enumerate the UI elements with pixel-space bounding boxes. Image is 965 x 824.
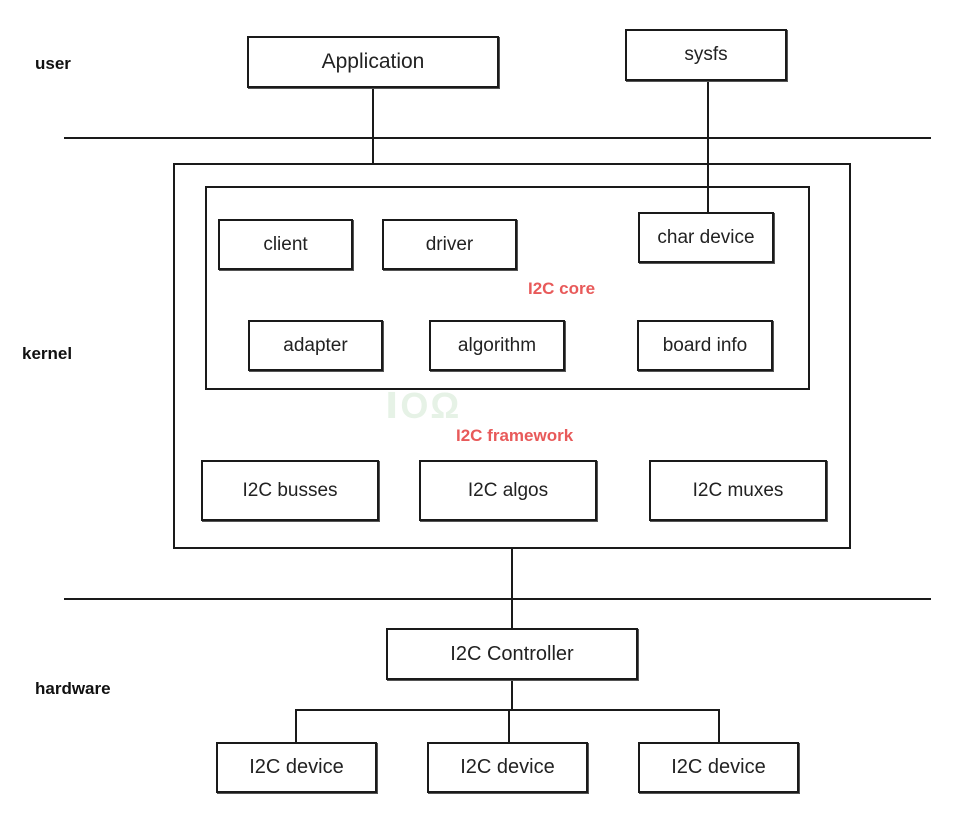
connector-application-kernel: [372, 87, 374, 164]
connector-bus-device-1: [295, 709, 297, 743]
i2c-framework-label: I2C framework: [456, 426, 574, 445]
kernel-hardware-separator: [64, 598, 931, 600]
application-box: Application: [247, 36, 499, 88]
driver-box: driver: [382, 219, 517, 270]
connector-framework-controller: [511, 548, 513, 628]
device-bus-line: [295, 709, 720, 711]
connector-bus-device-3: [718, 709, 720, 743]
i2c-algos-box: I2C algos: [419, 460, 597, 521]
board-info-box: board info: [637, 320, 773, 371]
layer-label-hardware: hardware: [35, 679, 111, 698]
i2c-device-box-3: I2C device: [638, 742, 799, 793]
i2c-core-frame: [205, 186, 810, 390]
client-box: client: [218, 219, 353, 270]
i2c-busses-box: I2C busses: [201, 460, 379, 521]
i2c-device-box-2: I2C device: [427, 742, 588, 793]
sysfs-box: sysfs: [625, 29, 787, 81]
connector-bus-device-2: [508, 709, 510, 743]
connector-controller-bus: [511, 680, 513, 710]
i2c-device-box-1: I2C device: [216, 742, 377, 793]
i2c-controller-box: I2C Controller: [386, 628, 638, 680]
layer-label-kernel: kernel: [22, 344, 73, 363]
connector-sysfs-chardevice: [707, 80, 709, 213]
user-kernel-separator: [64, 137, 931, 139]
i2c-core-label: I2C core: [528, 279, 596, 298]
char-device-box: char device: [638, 212, 774, 263]
i2c-muxes-box: I2C muxes: [649, 460, 827, 521]
algorithm-box: algorithm: [429, 320, 565, 371]
i2c-framework-frame: [173, 163, 851, 549]
watermark-logo: ⅠOΩ: [385, 385, 462, 426]
layer-label-user: user: [35, 54, 71, 73]
adapter-box: adapter: [248, 320, 383, 371]
